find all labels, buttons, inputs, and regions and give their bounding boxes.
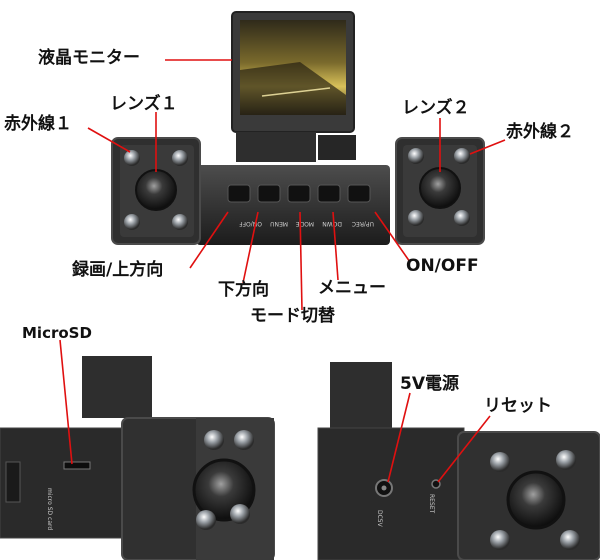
- right-rear-view: DC5V RESET: [317, 362, 600, 560]
- label-lens-2: レンズ２: [402, 98, 470, 118]
- rear-monitor: [330, 362, 392, 428]
- infrared-led-2b: [454, 148, 470, 164]
- left-side-view: micro SD card: [0, 356, 275, 560]
- label-on-off: ON/OFF: [406, 256, 479, 276]
- label-5v-power: 5V電源: [400, 374, 459, 394]
- annotation-line-microsd: [59, 339, 73, 465]
- control-panel: [196, 165, 390, 245]
- label-record-up: 録画/上方向: [72, 260, 164, 280]
- label-down: 下方向: [218, 280, 269, 300]
- card-slot-text: micro SD card: [46, 488, 53, 530]
- lens-2: [419, 167, 461, 209]
- infrared-led-1c: [124, 214, 140, 230]
- reset-port-text: RESET: [428, 494, 435, 514]
- annotation-lines-bottom-right: [387, 392, 491, 483]
- menu-button[interactable]: [317, 184, 341, 203]
- rec-up-button[interactable]: [227, 184, 251, 203]
- label-infrared-1: 赤外線１: [4, 114, 72, 134]
- annotation-lines-top: [87, 59, 506, 311]
- power-button[interactable]: [347, 184, 371, 203]
- infrared-led-2a: [408, 148, 424, 164]
- button-label-up-rec: UP/REC: [352, 220, 374, 227]
- infrared-led-2d: [454, 210, 470, 226]
- label-reset: リセット: [484, 396, 552, 416]
- button-row: [227, 184, 371, 203]
- down-button[interactable]: [257, 184, 281, 203]
- infrared-led-1a: [124, 150, 140, 166]
- button-label-down: DOWN: [322, 220, 342, 227]
- button-label-mode: MODE: [295, 220, 314, 227]
- monitor-hinge: [236, 132, 316, 162]
- infrared-led-1b: [172, 150, 188, 166]
- label-mode-switch: モード切替: [250, 306, 335, 326]
- label-lens-1: レンズ１: [110, 94, 178, 114]
- rear-lens: [506, 470, 566, 530]
- label-infrared-2: 赤外線２: [506, 122, 574, 142]
- infrared-led-2c: [408, 210, 424, 226]
- button-label-menu: MENU: [270, 220, 288, 227]
- infrared-led-1d: [172, 214, 188, 230]
- microsd-slot: [63, 461, 91, 470]
- label-menu: メニュー: [318, 278, 386, 298]
- side-monitor: [82, 356, 152, 418]
- label-lcd-monitor: 液晶モニター: [38, 48, 140, 68]
- dc-port-text: DC5V: [376, 510, 383, 528]
- label-microsd: MicroSD: [22, 324, 92, 342]
- lens-1: [135, 169, 177, 211]
- side-body: [0, 427, 135, 539]
- rear-body: [317, 427, 465, 560]
- button-label-on-off: ON/OFF: [239, 220, 262, 227]
- main-camera: UP/REC DOWN MODE MENU ON/OFF: [111, 11, 485, 245]
- screen-road: [240, 62, 346, 115]
- mode-button[interactable]: [287, 184, 311, 203]
